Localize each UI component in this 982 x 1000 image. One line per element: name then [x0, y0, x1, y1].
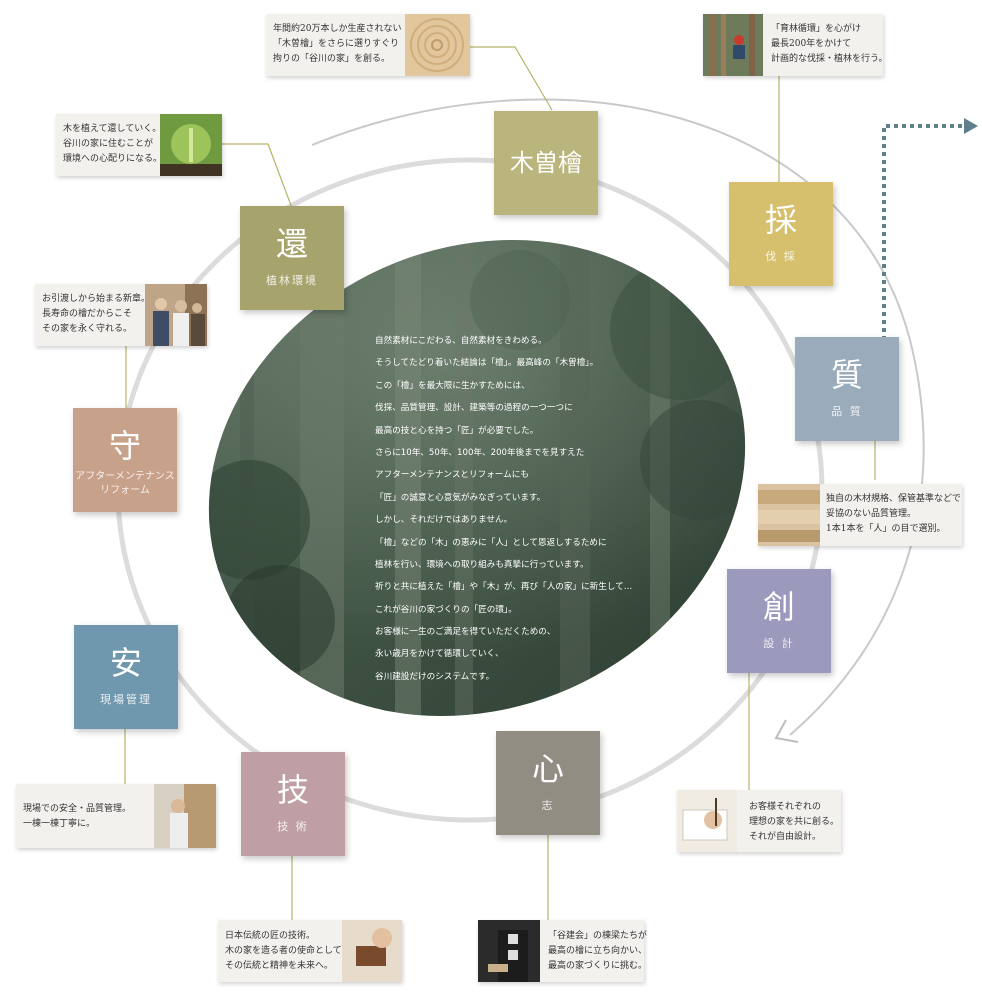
- center-line: 祈りと共に植えた「檜」や「木」が、再び「人の家」に新生して…: [375, 582, 633, 593]
- center-line: さらに10年、50年、100年、200年後までを見すえた: [375, 447, 585, 458]
- center-line: 植林を行い、環境への取り組みも真摯に行っています。: [375, 559, 589, 570]
- center-line: 谷川建設だけのシステムです。: [375, 671, 495, 682]
- note-kiso-text: 年間約20万本しか生産されない 「木曽檜」をさらに選りすぐり 拘りの「谷川の家」…: [273, 24, 402, 64]
- note-card-sou: お客様それぞれの 理想の家を共に創る。 それが自由設計。: [677, 790, 841, 852]
- stage-gi-kanji: 技: [276, 771, 309, 809]
- note-mamoru-text: お引渡しから始まる新章。 長寿命の檜だからこそ その家を永く守れる。: [42, 294, 151, 334]
- center-line: アフターメンテナンスとリフォームにも: [375, 470, 529, 481]
- dotted-arrow-head: [964, 118, 978, 134]
- note-an-text: 現場での安全・品質管理。 一棟一棟丁寧に。: [23, 804, 132, 829]
- stage-tile-mamoru: 守 アフターメンテナンス リフォーム: [73, 408, 177, 512]
- note-kokoro-text: 「谷建会」の棟梁たちが 最高の檜に立ち向かい、 最高の家づくりに挑む。: [548, 931, 648, 971]
- center-line: そうしてたどり着いた結論は「檜」。最高峰の「木曽檜」。: [375, 358, 599, 369]
- center-line: 最高の技と心を持つ「匠」が必要でした。: [375, 425, 539, 436]
- stage-sai-kanji: 採: [764, 201, 797, 239]
- dotted-arrow-line: [882, 124, 962, 340]
- stage-kokoro-label: 志: [541, 799, 555, 812]
- connector-lines: [124, 46, 876, 920]
- stage-tile-kokoro: 心 志: [496, 731, 600, 835]
- stage-tile-gi: 技 技 術: [241, 752, 345, 856]
- note-card-gi: 日本伝統の匠の技術。 木の家を造る者の使命として その伝統と精神を未来へ。: [218, 920, 402, 982]
- stage-sai-label: 伐 採: [765, 250, 797, 263]
- stage-an-label: 現場管理: [100, 693, 152, 706]
- note-card-kiso: 年間約20万本しか生産されない 「木曽檜」をさらに選りすぐり 拘りの「谷川の家」…: [266, 14, 470, 76]
- stage-shitsu-kanji: 質: [830, 356, 863, 394]
- note-shitsu-text: 独自の木材規格、保管基準などで 妥協のない品質管理。 1本1本を「人」の目で選別…: [826, 494, 961, 534]
- stage-tile-sai: 採 伐 採: [729, 182, 833, 286]
- stage-sou-label: 設 計: [763, 637, 795, 650]
- stage-tile-shitsu: 質 品 質: [795, 337, 899, 441]
- center-line: 「檜」などの「木」の恵みに「人」として恩返しするために: [375, 537, 607, 548]
- stage-shitsu-label: 品 質: [831, 405, 863, 418]
- note-card-kan: 木を植えて還していく。 谷川の家に住むことが 環境への心配りになる。: [56, 114, 222, 176]
- stage-kan-kanji: 還: [275, 225, 308, 263]
- stage-kiso-kanji: 木曽檜: [510, 149, 582, 177]
- center-line: お客様に一生のご満足を得ていただくための、: [375, 627, 556, 638]
- planing-photo: [342, 920, 402, 982]
- note-card-sai: 「育林循環」を心がけ 最長200年をかけて 計画的な伐採・植林を行う。: [703, 14, 887, 76]
- note-sou-text: お客様それぞれの 理想の家を共に創る。 それが自由設計。: [749, 802, 840, 842]
- stage-tile-an: 安 現場管理: [74, 625, 178, 729]
- outer-arc-arrowhead: [774, 719, 799, 743]
- center-line: この「檜」を最大限に生かすためには、: [375, 380, 530, 391]
- center-line: これが谷川の家づくりの「匠の環」。: [375, 604, 517, 615]
- stage-mamoru-kanji: 守: [108, 427, 141, 465]
- stage-tile-sou: 創 設 計: [727, 569, 831, 673]
- lumber-photo: [758, 484, 820, 546]
- center-line: 伐採、品質管理、設計、建築等の過程の一つ一つに: [375, 403, 573, 414]
- stage-kan-label: 植林環境: [266, 274, 318, 287]
- stage-tile-kan: 還 植林環境: [240, 206, 344, 310]
- note-card-shitsu: 独自の木材規格、保管基準などで 妥協のない品質管理。 1本1本を「人」の目で選別…: [758, 484, 962, 546]
- note-card-mamoru: お引渡しから始まる新章。 長寿命の檜だからこそ その家を永く守れる。: [35, 284, 207, 346]
- worker-photo: [154, 784, 216, 848]
- center-line: 自然素材にこだわる、自然素材をきわめる。: [375, 336, 547, 346]
- stage-kokoro-kanji: 心: [531, 750, 564, 788]
- seedling-photo: [160, 114, 222, 176]
- note-gi-text: 日本伝統の匠の技術。 木の家を造る者の使命として その伝統と精神を未来へ。: [225, 931, 342, 971]
- wood-rings-photo: [405, 14, 470, 76]
- note-kan-text: 木を植えて還していく。 谷川の家に住むことが 環境への心配りになる。: [63, 124, 163, 164]
- note-sai-text: 「育林循環」を心がけ 最長200年をかけて 計画的な伐採・植林を行う。: [771, 24, 888, 64]
- stage-an-kanji: 安: [109, 644, 142, 682]
- center-line: 「匠」の誠意と心意気がみなぎっています。: [375, 492, 546, 503]
- stage-mamoru-label: アフターメンテナンス リフォーム: [75, 471, 175, 496]
- stage-sou-kanji: 創: [762, 588, 795, 626]
- center-line: 永い歳月をかけて循環していく、: [375, 649, 504, 660]
- carpenter-photo: [478, 920, 540, 982]
- drawing-hand-photo: [677, 790, 737, 852]
- people-photo: [145, 284, 207, 346]
- note-card-an: 現場での安全・品質管理。 一棟一棟丁寧に。: [16, 784, 216, 848]
- note-card-kokoro: 「谷建会」の棟梁たちが 最高の檜に立ち向かい、 最高の家づくりに挑む。: [478, 920, 648, 982]
- stage-gi-label: 技 術: [277, 820, 309, 833]
- center-line: しかし、それだけではありません。: [375, 515, 513, 526]
- logging-photo: [703, 14, 763, 76]
- outer-cycle-arc: [311, 98, 925, 736]
- stage-tile-kiso: 木曽檜: [494, 111, 598, 215]
- center-text-block: 自然素材にこだわる、自然素材をきわめる。 そうしてたどり着いた結論は「檜」。最高…: [375, 330, 675, 688]
